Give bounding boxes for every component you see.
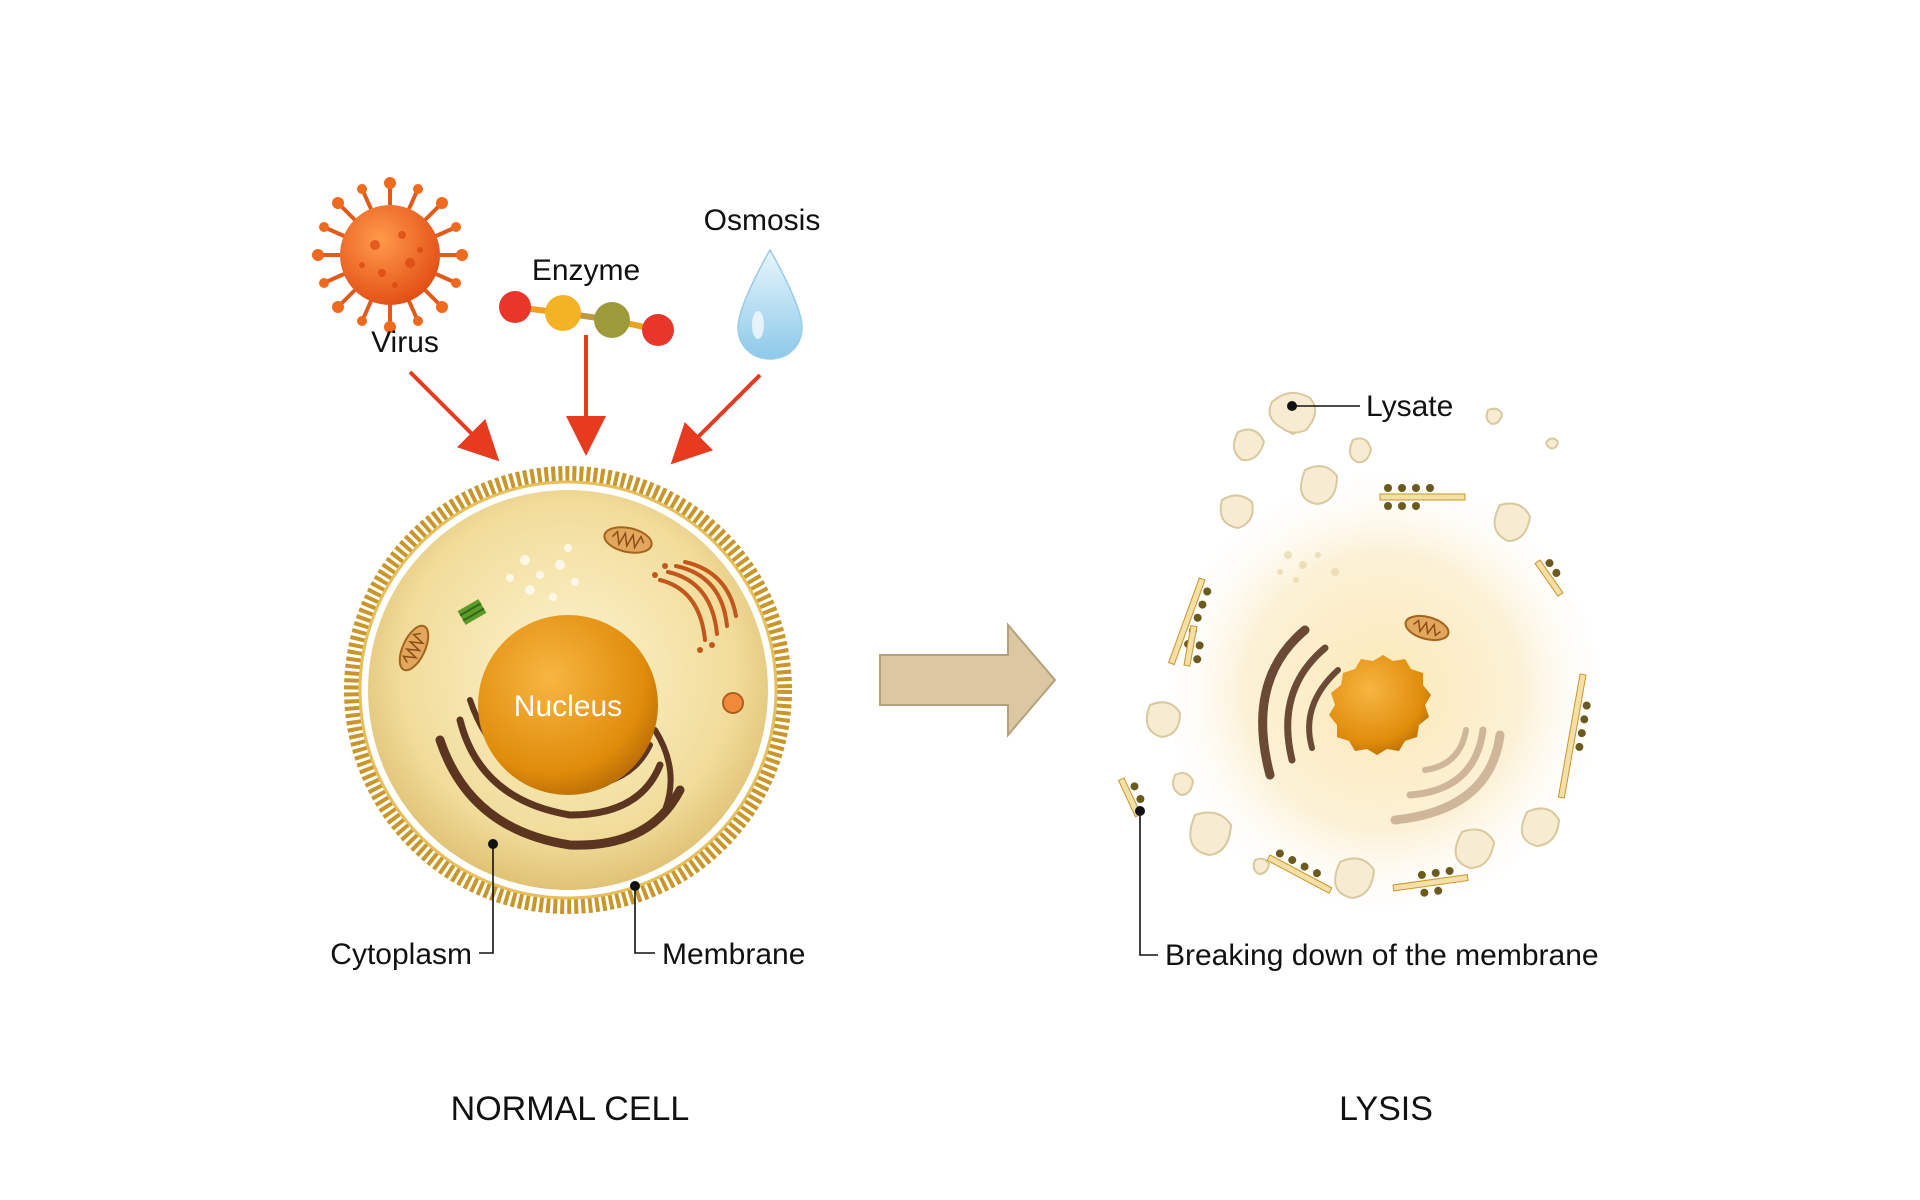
golgi-icon [658,560,738,642]
enzyme-label: Enzyme [532,254,640,287]
red-arrows [408,335,762,465]
membrane-label: Membrane [662,938,805,971]
centriole-icon [457,599,487,625]
lysis-cell [1117,391,1613,922]
mitochondrion-icon [1404,614,1450,642]
lysosome-icon [722,692,744,714]
lysis-caption: LYSIS [1339,1090,1433,1128]
virus-arrow [408,370,500,462]
osmosis-arrow [670,373,762,465]
normal-cell-caption: NORMAL CELL [451,1090,690,1128]
osmosis-label: Osmosis [704,204,821,237]
cell-membrane [344,466,792,914]
breaking-down-label: Breaking down of the membrane [1165,939,1599,972]
endoplasmic-reticulum [1258,625,1341,780]
process-arrow-icon [879,622,1057,738]
lysate-sample [1268,391,1317,434]
nucleus [478,615,658,795]
virus-label: Virus [371,326,439,359]
vesicles [506,544,579,601]
nucleus-label: Nucleus [514,690,622,723]
virus-icon [312,177,468,333]
enzyme-molecule-icon [499,291,674,346]
membrane-fragments [1117,484,1591,897]
mitochondrion-icon [398,624,430,672]
normal-cell: Nucleus [344,466,792,914]
lysate-label: Lysate [1366,390,1453,423]
damaged-nucleus [1329,655,1431,755]
breaking-down-leader [1135,806,1158,956]
cytoplasm-leader [479,839,498,954]
cytoplasm-label: Cytoplasm [330,938,472,971]
mitochondrion-icon [603,526,653,554]
water-drop-icon [737,248,803,360]
lysate-leader [1287,401,1360,411]
membrane-leader [630,881,655,954]
